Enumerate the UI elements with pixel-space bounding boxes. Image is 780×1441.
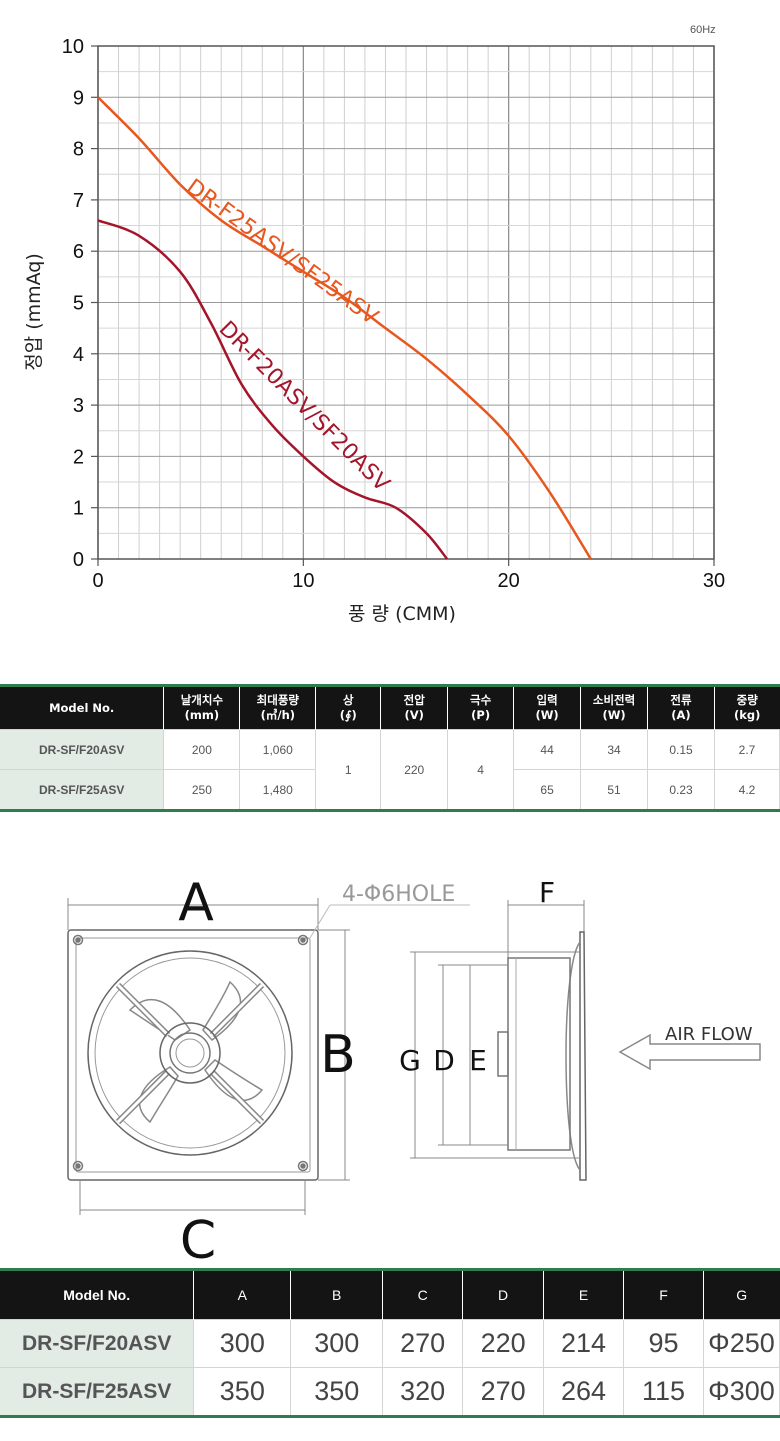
front-view bbox=[67, 898, 470, 1215]
spec-header-phase: 상(∮) bbox=[315, 685, 381, 730]
dim-value-c: 270 bbox=[382, 1319, 464, 1368]
dimension-table: Model No. A B C D E F G DR-SF/F20ASV 300… bbox=[0, 1268, 780, 1418]
spec-header-power: 소비전력(W) bbox=[580, 685, 648, 730]
dimension-drawing: A B C 4-Φ6HOLE G D E F AIR FLOW bbox=[67, 873, 761, 1260]
airflow-label: AIR FLOW bbox=[665, 1024, 753, 1045]
series-label-f25: DR-F25ASV/SF25ASV bbox=[181, 175, 382, 330]
table-row: DR-SF/F20ASV 200 1,060 1 220 4 44 34 0.1… bbox=[0, 729, 780, 811]
spec-header-airflow: 최대풍량(㎥/h) bbox=[239, 685, 316, 730]
dim-header-row: Model No. A B C D E F G bbox=[0, 1269, 780, 1320]
spec-header-model: Model No. bbox=[0, 685, 164, 730]
table-row: DR-SF/F25ASV 350 350 320 270 264 115 Φ30… bbox=[0, 1367, 780, 1417]
spec-phase-cell: 1 bbox=[315, 729, 382, 811]
dim-label-c: C bbox=[180, 1211, 216, 1260]
hole-note: 4-Φ6HOLE bbox=[342, 882, 455, 907]
dim-header-f: F bbox=[623, 1269, 704, 1320]
dim-label-e: E bbox=[469, 1044, 487, 1077]
spec-table: Model No. 날개치수(mm) 최대풍량(㎥/h) 상(∮) 전압(V) … bbox=[0, 684, 780, 812]
spec-power-cell: 34 bbox=[580, 729, 649, 770]
spec-input-cell: 65 bbox=[513, 769, 582, 811]
dim-header-c: C bbox=[382, 1269, 463, 1320]
y-axis-title: 정압 (mmAq) bbox=[23, 253, 45, 371]
chart-grid bbox=[97, 45, 715, 560]
side-view bbox=[410, 900, 587, 1181]
dim-header-model: Model No. bbox=[0, 1269, 194, 1320]
y-tick-label: 8 bbox=[73, 139, 84, 161]
y-tick-label: 1 bbox=[73, 498, 84, 520]
spec-blade-cell: 250 bbox=[163, 769, 241, 811]
y-tick-label: 7 bbox=[73, 190, 84, 212]
spec-weight-cell: 2.7 bbox=[713, 729, 780, 770]
x-tick-label: 0 bbox=[92, 570, 103, 592]
dim-value-a: 300 bbox=[193, 1319, 292, 1368]
chart-curves bbox=[97, 96, 592, 560]
y-tick-label: 6 bbox=[73, 241, 84, 263]
spec-header-current: 전류(A) bbox=[647, 685, 715, 730]
dim-header-d: D bbox=[462, 1269, 544, 1320]
table-row: DR-SF/F25ASV 250 1,480 65 51 0.23 4.2 bbox=[0, 769, 780, 811]
dim-header-b: B bbox=[290, 1269, 383, 1320]
y-tick-label: 0 bbox=[73, 549, 84, 571]
x-tick-label: 10 bbox=[292, 570, 314, 592]
series-label-f20: DR-F20ASV/SF20ASV bbox=[214, 317, 394, 497]
dim-value-g: Φ300 bbox=[702, 1367, 780, 1417]
performance-chart: 60Hz 0 1 2 3 4 5 6 7 8 9 10 0 10 20 30 풍 량 (CMM) 정압 (m… bbox=[23, 24, 725, 625]
spec-weight-cell: 4.2 bbox=[713, 769, 780, 811]
spec-header-poles: 극수(P) bbox=[447, 685, 514, 730]
dim-model-cell: DR-SF/F25ASV bbox=[0, 1367, 195, 1417]
dim-label-f: F bbox=[539, 876, 555, 909]
frequency-note: 60Hz bbox=[690, 24, 716, 36]
dim-value-g: Φ250 bbox=[702, 1319, 780, 1368]
dim-model-cell: DR-SF/F20ASV bbox=[0, 1319, 195, 1368]
dim-header-g: G bbox=[702, 1269, 780, 1320]
airflow-arrow-icon bbox=[618, 1033, 761, 1071]
x-tick-label: 30 bbox=[703, 570, 725, 592]
spec-current-cell: 0.15 bbox=[647, 729, 715, 770]
dim-label-d: D bbox=[433, 1044, 455, 1077]
y-tick-label: 10 bbox=[62, 36, 84, 58]
series-line-f20 bbox=[97, 219, 449, 560]
dim-value-f: 95 bbox=[623, 1319, 704, 1368]
spec-airflow-cell: 1,060 bbox=[239, 729, 317, 770]
chart-ticks: 0 1 2 3 4 5 6 7 8 9 10 0 10 20 30 bbox=[62, 36, 725, 592]
dim-value-f: 115 bbox=[623, 1367, 704, 1417]
y-tick-label: 2 bbox=[73, 446, 84, 468]
spec-power-cell: 51 bbox=[580, 769, 649, 811]
dim-label-b: B bbox=[320, 1025, 356, 1085]
dim-header-e: E bbox=[543, 1269, 624, 1320]
x-tick-label: 20 bbox=[498, 570, 520, 592]
spec-current-cell: 0.23 bbox=[647, 769, 715, 811]
dim-label-g: G bbox=[399, 1044, 421, 1077]
spec-blade-cell: 200 bbox=[163, 729, 241, 770]
spec-airflow-cell: 1,480 bbox=[239, 769, 317, 811]
spec-model-cell: DR-SF/F20ASV bbox=[0, 729, 165, 770]
spec-header-weight: 중량(kg) bbox=[713, 685, 780, 730]
dim-value-e: 214 bbox=[543, 1319, 624, 1368]
dim-label-a: A bbox=[178, 873, 214, 933]
dim-value-c: 320 bbox=[382, 1367, 464, 1417]
dim-value-e: 264 bbox=[543, 1367, 624, 1417]
x-axis-title: 풍 량 (CMM) bbox=[348, 603, 456, 625]
dim-value-d: 270 bbox=[462, 1367, 545, 1417]
spec-header-input: 입력(W) bbox=[513, 685, 581, 730]
dim-value-b: 300 bbox=[290, 1319, 384, 1368]
series-line-f25 bbox=[97, 96, 592, 560]
dim-header-a: A bbox=[193, 1269, 291, 1320]
spec-header-voltage: 전압(V) bbox=[380, 685, 448, 730]
y-tick-label: 4 bbox=[73, 344, 84, 366]
spec-voltage-cell: 220 bbox=[380, 729, 449, 811]
dim-value-b: 350 bbox=[290, 1367, 384, 1417]
y-tick-label: 3 bbox=[73, 395, 84, 417]
spec-input-cell: 44 bbox=[513, 729, 582, 770]
y-tick-label: 5 bbox=[73, 293, 84, 315]
spec-poles-cell: 4 bbox=[447, 729, 515, 811]
spec-model-cell: DR-SF/F25ASV bbox=[0, 769, 165, 811]
dim-value-a: 350 bbox=[193, 1367, 292, 1417]
spec-header-row: Model No. 날개치수(mm) 최대풍량(㎥/h) 상(∮) 전압(V) … bbox=[0, 685, 780, 730]
y-tick-label: 9 bbox=[73, 87, 84, 109]
spec-header-blade: 날개치수(mm) bbox=[163, 685, 240, 730]
table-row: DR-SF/F20ASV 300 300 270 220 214 95 Φ250 bbox=[0, 1319, 780, 1368]
dim-value-d: 220 bbox=[462, 1319, 545, 1368]
